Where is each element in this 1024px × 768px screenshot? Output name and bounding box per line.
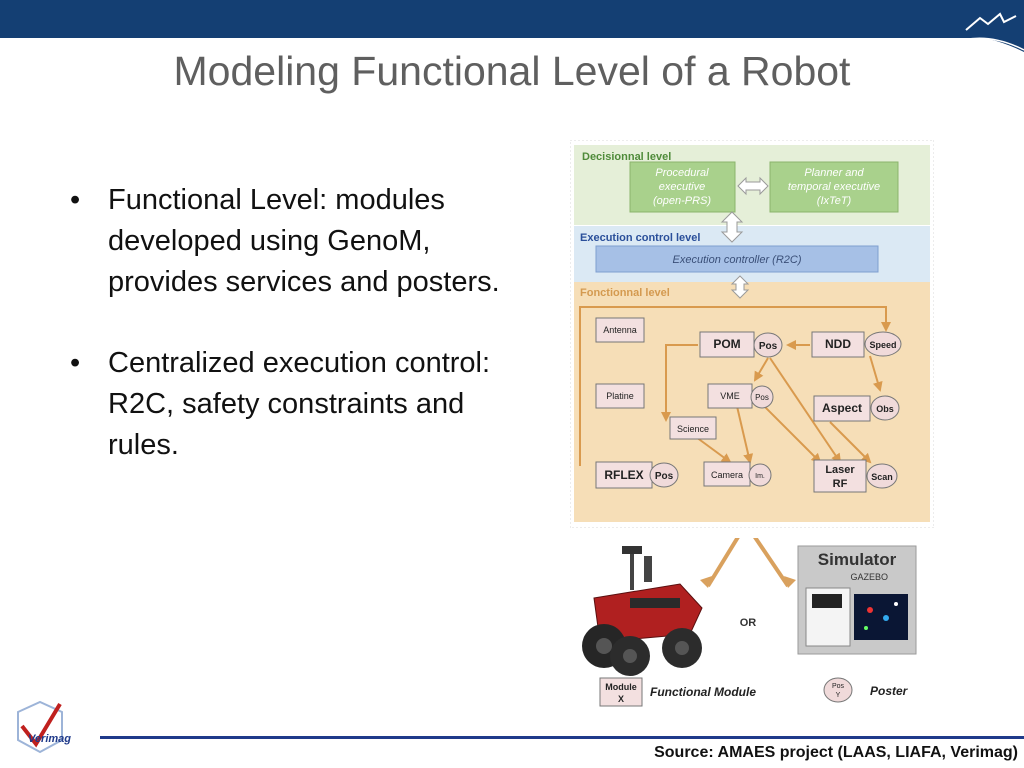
- procedural-line-2: executive: [659, 181, 705, 193]
- execution-controller-label: Execution controller (R2C): [673, 254, 802, 266]
- module-aspect-label: Aspect: [822, 401, 862, 415]
- legend-module-label: Functional Module: [650, 685, 756, 699]
- decisional-level-label: Decisionnal level: [582, 151, 671, 163]
- module-ndd: [811, 331, 865, 358]
- arrow-aspect-to-scan: [829, 421, 872, 464]
- procedural-executive-box: [629, 161, 736, 213]
- legend-module-text-1: Module: [605, 682, 637, 692]
- module-science-label: Science: [677, 424, 709, 434]
- header-swoosh: [940, 12, 1024, 52]
- bullet-item: • Functional Level: modules developed us…: [70, 180, 510, 303]
- module-science: [669, 416, 717, 440]
- slide-title: Modeling Functional Level of a Robot: [173, 48, 851, 94]
- module-laser-label-2: RF: [833, 478, 848, 490]
- poster-pom-pos-label: Pos: [759, 341, 778, 352]
- poster-pom-pos: [753, 332, 783, 358]
- double-arrow-vertical-icon: [720, 211, 744, 243]
- module-rflex: [595, 461, 653, 489]
- legend-poster-ellipse: [823, 677, 853, 703]
- module-camera: [703, 461, 751, 487]
- bullet-dot-icon: •: [70, 347, 81, 379]
- legend-module-text-2: X: [618, 694, 624, 704]
- execution-controller-box: [595, 245, 879, 273]
- poster-vme-pos: [750, 385, 774, 409]
- module-ndd-label: NDD: [825, 337, 851, 351]
- bullet-text: Centralized execution control: R2C, safe…: [108, 347, 491, 461]
- simulator-render: [854, 594, 908, 640]
- arrow-vme-to-camera: [735, 401, 754, 464]
- architecture-diagram: Decisionnal level Procedural executive (…: [570, 140, 934, 528]
- functional-level-label: Fonctionnal level: [580, 287, 670, 299]
- arrow-speed-to-obs: [869, 355, 883, 392]
- module-platine-label: Platine: [606, 391, 634, 401]
- footer-divider: [100, 736, 1024, 739]
- verimag-logo: Verimag: [17, 700, 71, 754]
- poster-ndd-speed: [864, 331, 902, 357]
- poster-rflex-pos-label: Pos: [655, 471, 674, 482]
- planner-box: [769, 161, 899, 213]
- planner-line-1: Planner and: [804, 167, 864, 179]
- poster-aspect-obs: [870, 395, 900, 421]
- module-camera-label: Camera: [711, 470, 743, 480]
- module-vme-label: VME: [720, 391, 740, 401]
- procedural-line-1: Procedural: [655, 167, 709, 179]
- arrow-to-robot: [706, 538, 740, 588]
- poster-rflex-pos: [649, 462, 679, 488]
- module-antenna-label: Antenna: [603, 325, 637, 335]
- poster-camera-im: [748, 463, 772, 487]
- legend-poster-label: Poster: [870, 684, 909, 698]
- logo-hexagon-icon: [17, 700, 63, 754]
- poster-vme-pos-label: Pos: [755, 393, 769, 402]
- logo-check-icon: [20, 702, 62, 748]
- arrow-to-simulator: [753, 538, 790, 588]
- or-label: OR: [740, 617, 757, 629]
- bullet-list: • Functional Level: modules developed us…: [70, 180, 510, 506]
- logo-text: Verimag: [28, 733, 71, 745]
- arrow-pom-to-science: [661, 344, 698, 422]
- double-arrow-vertical-icon: [730, 275, 750, 299]
- module-vme: [707, 383, 753, 409]
- double-arrow-horizontal-icon: [737, 176, 769, 196]
- planner-line-3: (IxTeT): [817, 195, 852, 207]
- planner-line-2: temporal executive: [788, 181, 880, 193]
- bird-logo-icon: [965, 12, 1017, 31]
- procedural-line-3: (open-PRS): [653, 195, 711, 207]
- simulator-title: Simulator: [818, 550, 897, 569]
- poster-camera-im-label: Im.: [755, 473, 765, 480]
- arrow-pos-to-laser: [769, 357, 842, 464]
- arrow-top-to-speed: [579, 306, 891, 466]
- legend-poster-text-2: Y: [836, 692, 841, 699]
- module-aspect: [813, 395, 871, 422]
- poster-aspect-obs-label: Obs: [876, 404, 894, 414]
- legend-poster-text-1: Pos: [832, 683, 845, 690]
- module-pom-label: POM: [713, 337, 740, 351]
- arrow-vme-to-laser: [759, 401, 822, 464]
- poster-ndd-speed-label: Speed: [869, 340, 896, 350]
- module-rflex-label: RFLEX: [604, 468, 643, 482]
- module-platine: [595, 383, 645, 409]
- bullet-item: • Centralized execution control: R2C, sa…: [70, 343, 510, 466]
- legend-module-box: [599, 677, 643, 707]
- module-antenna: [595, 317, 645, 343]
- source-caption: Source: AMAES project (LAAS, LIAFA, Veri…: [654, 744, 1018, 761]
- module-laser-rf: [813, 459, 867, 493]
- module-laser-label-1: Laser: [825, 464, 855, 476]
- poster-laser-scan: [866, 463, 898, 489]
- bullet-text: Functional Level: modules developed usin…: [108, 184, 500, 298]
- bullet-dot-icon: •: [70, 184, 81, 216]
- poster-laser-scan-label: Scan: [871, 472, 893, 482]
- robot-image: [582, 546, 703, 676]
- bottom-illustration: OR Simulator GAZEBO Module X Functional …: [582, 538, 917, 707]
- arrow-pos-to-vme: [753, 357, 769, 382]
- arrow-science-to-camera: [695, 436, 732, 464]
- gazebo-label: GAZEBO: [850, 572, 888, 582]
- execution-level-label: Execution control level: [580, 232, 700, 244]
- header-bar: [0, 0, 1024, 38]
